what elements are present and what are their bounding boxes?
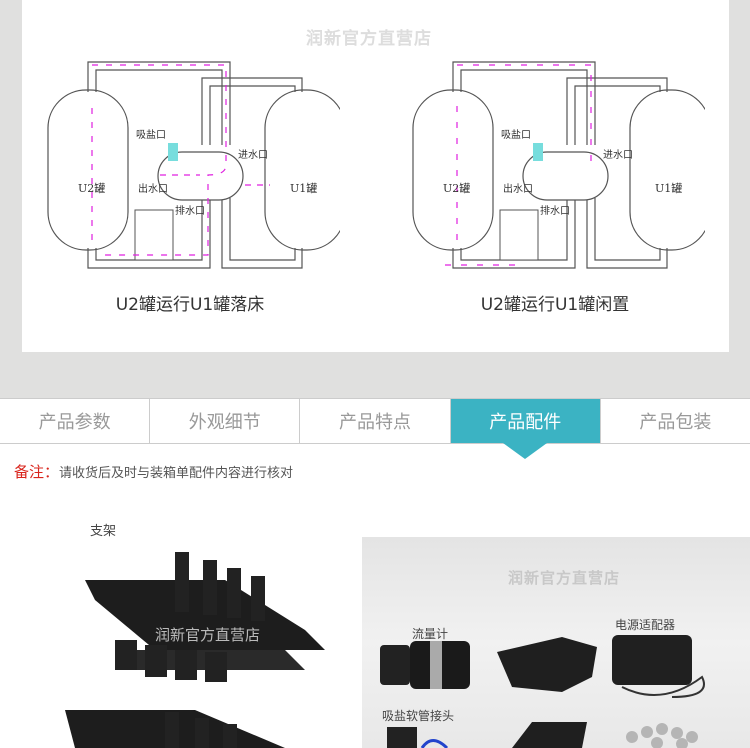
valve-body xyxy=(522,151,609,201)
brine-tank xyxy=(134,209,174,261)
pipe-right xyxy=(566,77,668,145)
diagram-caption: U2罐运行U1罐闲置 xyxy=(480,295,630,315)
watermark: 润新官方直营店 xyxy=(508,569,621,587)
water-out-label: 出水口 xyxy=(138,182,168,195)
pipe-top xyxy=(87,61,231,145)
tab-product-accessories[interactable]: 产品配件 xyxy=(450,399,601,459)
tank-right xyxy=(629,89,705,251)
tab-product-packaging[interactable]: 产品包装 xyxy=(600,399,750,443)
flow-path xyxy=(160,174,270,186)
valve-body xyxy=(157,151,244,201)
pipe-bottom-right xyxy=(586,198,668,269)
tank-left-label: U2罐 xyxy=(443,182,470,195)
tab-product-params[interactable]: 产品参数 xyxy=(0,399,151,443)
accessories-drawing xyxy=(380,635,705,748)
pipe-top xyxy=(452,61,596,145)
salt-injector xyxy=(168,143,178,161)
tab-appearance-details[interactable]: 外观细节 xyxy=(150,399,301,443)
svg-text:润新官方直营店: 润新官方直营店 xyxy=(155,626,260,644)
bracket-image: 润新官方直营店 xyxy=(65,552,325,748)
tank-right xyxy=(264,89,340,251)
tank-right-label: U1罐 xyxy=(655,182,682,195)
tank-left xyxy=(412,89,494,251)
diagram-caption: U2罐运行U1罐落床 xyxy=(115,295,265,315)
water-out-label: 出水口 xyxy=(503,182,533,195)
brine-tank xyxy=(499,209,539,261)
watermark: 润新官方直营店 xyxy=(306,29,432,49)
note-prefix: 备注： xyxy=(14,463,60,481)
tank-left xyxy=(47,89,129,251)
water-in-label: 进水口 xyxy=(603,149,633,161)
diagram-card: 润新官方直营店 xyxy=(22,0,729,352)
salt-injector xyxy=(533,143,543,161)
note: 备注：请收货后及时与装箱单配件内容进行核对 xyxy=(14,461,293,482)
drain-label: 排水口 xyxy=(540,204,570,217)
tank-right-label: U1罐 xyxy=(290,182,317,195)
water-in-label: 进水口 xyxy=(238,149,268,161)
product-tabs: 产品参数 外观细节 产品特点 产品配件 产品包装 xyxy=(0,398,750,459)
note-text: 请收货后及时与装箱单配件内容进行核对 xyxy=(59,466,294,481)
salt-inlet-label: 吸盐口 xyxy=(501,128,531,141)
accessories-photo: 润新官方直营店 流量计 电源适配器 吸盐软管接头 xyxy=(362,537,750,748)
hose-connector-label: 吸盐软管接头 xyxy=(382,709,455,723)
bracket-label: 支架 xyxy=(90,524,117,539)
salt-inlet-label: 吸盐口 xyxy=(136,128,166,141)
pipe-bottom-right xyxy=(221,198,303,269)
tank-left-label: U2罐 xyxy=(78,182,105,195)
flowmeter-icon xyxy=(380,645,410,685)
adapter-label: 电源适配器 xyxy=(615,618,676,632)
tab-product-features[interactable]: 产品特点 xyxy=(300,399,451,443)
mount-bracket-icon xyxy=(497,637,597,692)
drain-label: 排水口 xyxy=(175,204,205,217)
pipe-right xyxy=(201,77,303,145)
flow-path xyxy=(445,64,592,266)
flow-path xyxy=(91,64,227,256)
adapter-icon xyxy=(612,635,692,685)
flowmeter-label: 流量计 xyxy=(412,627,449,641)
